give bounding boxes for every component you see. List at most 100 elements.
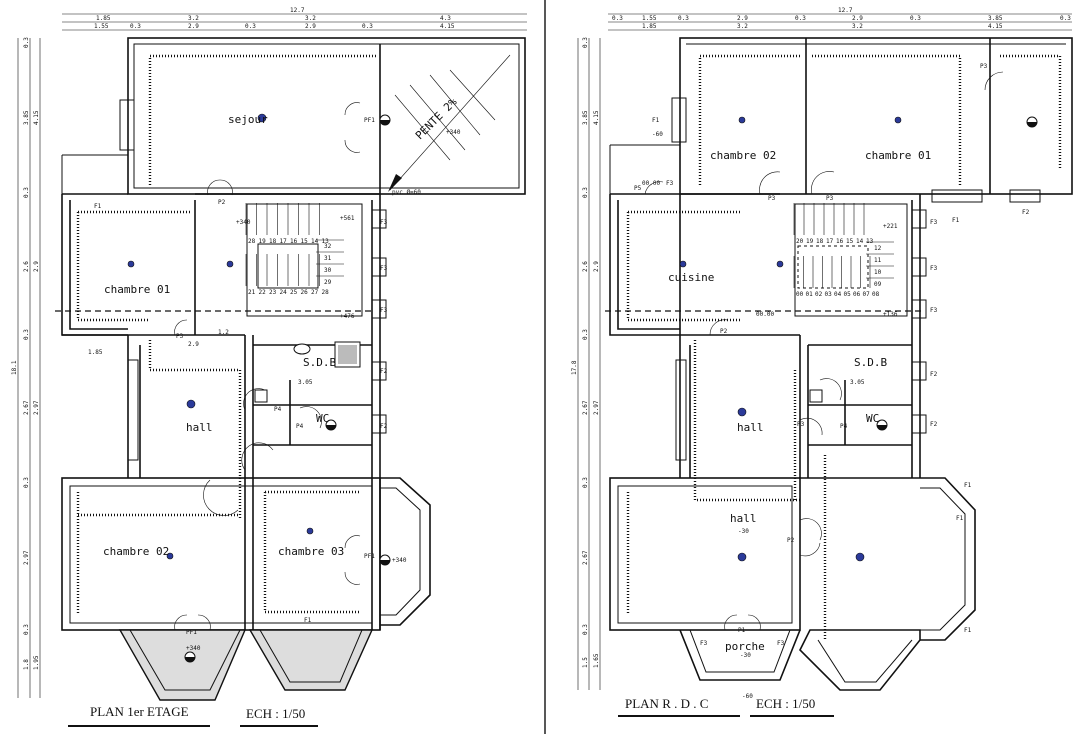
- right-stair-top-step-3: 17: [826, 238, 834, 245]
- svg-text:1.55: 1.55: [94, 23, 109, 30]
- svg-text:-30: -30: [740, 652, 751, 659]
- svg-text:P2: P2: [787, 537, 795, 544]
- svg-text:PF1: PF1: [364, 553, 375, 560]
- right-stair-top-step-7: 13: [866, 238, 874, 245]
- svg-text:P4: P4: [274, 406, 282, 413]
- svg-text:F1: F1: [964, 482, 972, 489]
- svg-text:F3: F3: [930, 219, 938, 226]
- left-room-chambre3: chambre 03: [278, 545, 344, 558]
- svg-text:-30: -30: [738, 528, 749, 535]
- svg-text:0.3: 0.3: [245, 23, 256, 30]
- svg-text:P2: P2: [218, 199, 226, 206]
- left-stair-side-step-0: 32: [324, 243, 332, 250]
- left-stair-bottom-step-6: 27: [311, 289, 319, 296]
- left-top-dimensions: 12.7 1.85 3.2 3.2 4.3 1.55 0.3 2.9 0.3 2…: [62, 7, 527, 31]
- svg-text:P1: P1: [738, 627, 746, 634]
- right-room-chambre1: chambre 01: [865, 149, 931, 162]
- svg-text:2.9: 2.9: [593, 261, 600, 272]
- svg-text:3.2: 3.2: [852, 23, 863, 30]
- left-roof-slope: PENTE 2% pvc Ø=60: [388, 54, 511, 196]
- svg-text:1.55: 1.55: [642, 15, 657, 22]
- svg-text:2.67: 2.67: [23, 400, 30, 415]
- svg-text:0.3: 0.3: [362, 23, 373, 30]
- svg-text:+340: +340: [186, 645, 201, 652]
- left-stair-bottom-step-3: 24: [280, 289, 288, 296]
- svg-text:3.05: 3.05: [850, 379, 865, 386]
- svg-text:2.9: 2.9: [737, 15, 748, 22]
- right-bath-fixture: [809, 389, 823, 403]
- svg-text:4.15: 4.15: [33, 110, 40, 125]
- svg-text:2.9: 2.9: [188, 23, 199, 30]
- right-stair-side-step-0: 12: [874, 245, 882, 252]
- left-plan: 12.7 1.85 3.2 3.2 4.3 1.55 0.3 2.9 0.3 2…: [11, 7, 527, 727]
- svg-text:2.67: 2.67: [582, 400, 589, 415]
- svg-text:0.3: 0.3: [23, 477, 30, 488]
- right-stair-bottom-step-1: 01: [806, 291, 814, 298]
- svg-text:F2: F2: [380, 368, 388, 375]
- svg-text:2.9: 2.9: [188, 341, 199, 348]
- svg-text:2.9: 2.9: [852, 15, 863, 22]
- svg-text:2.97: 2.97: [33, 400, 40, 415]
- right-side-dimensions: 17.8 0.3 3.85 0.3 2.6 0.3 2.67 0.3 2.67 …: [571, 37, 601, 690]
- svg-text:0.3: 0.3: [23, 37, 30, 48]
- right-room-hall-lower: hall: [730, 512, 757, 525]
- right-room-cuisine: cuisine: [668, 271, 714, 284]
- svg-text:F3: F3: [930, 307, 938, 314]
- svg-text:1.65: 1.65: [593, 653, 600, 668]
- svg-text:2.9: 2.9: [305, 23, 316, 30]
- svg-text:F1: F1: [652, 117, 660, 124]
- right-plan-scale: ECH : 1/50: [756, 696, 815, 711]
- svg-text:0.3: 0.3: [23, 187, 30, 198]
- right-stair-bottom-step-0: 00: [796, 291, 804, 298]
- right-stair-top-step-2: 18: [816, 238, 824, 245]
- left-stair-top-step-1: 19: [259, 238, 267, 245]
- left-plan-title: PLAN 1er ETAGE: [90, 704, 189, 719]
- left-stair-bottom-step-4: 25: [290, 289, 298, 296]
- right-room-wc: WC: [866, 412, 879, 425]
- svg-text:pvc Ø=60: pvc Ø=60: [392, 189, 421, 196]
- svg-text:F1: F1: [94, 203, 102, 210]
- svg-text:4.15: 4.15: [593, 110, 600, 125]
- left-dim-overall: 12.7: [290, 7, 305, 14]
- left-stair-bottom-step-7: 28: [322, 289, 330, 296]
- svg-text:P3: P3: [826, 195, 834, 202]
- left-stair-bottom-step-1: 22: [259, 289, 267, 296]
- svg-text:P3: P3: [980, 63, 988, 70]
- right-stair-bottom-step-4: 04: [834, 291, 842, 298]
- svg-text:F2: F2: [380, 423, 388, 430]
- right-doors: [644, 71, 1041, 631]
- right-annotations: -60 -60 -30 -30 +221 +136 00.00 00.00 F1…: [634, 63, 1030, 700]
- svg-text:1.5: 1.5: [582, 657, 589, 668]
- svg-text:0.3: 0.3: [795, 15, 806, 22]
- svg-text:+340: +340: [446, 129, 461, 136]
- left-stair-side-step-3: 29: [324, 279, 332, 286]
- right-room-sdb: S.D.B: [854, 356, 887, 369]
- left-stair-bottom-step-5: 26: [301, 289, 309, 296]
- left-bays: [118, 629, 374, 701]
- svg-text:F3: F3: [380, 265, 388, 272]
- svg-text:2.67: 2.67: [582, 550, 589, 565]
- svg-text:4.15: 4.15: [988, 23, 1003, 30]
- svg-text:2.6: 2.6: [23, 261, 30, 272]
- right-stair-side-step-2: 10: [874, 269, 882, 276]
- svg-text:3.2: 3.2: [188, 15, 199, 22]
- svg-text:P3: P3: [797, 421, 805, 428]
- svg-text:0.3: 0.3: [582, 477, 589, 488]
- svg-text:F3: F3: [380, 219, 388, 226]
- left-walls: [61, 37, 526, 631]
- svg-text:P3: P3: [176, 333, 184, 340]
- right-stair-top-step-1: 19: [806, 238, 814, 245]
- svg-text:P5: P5: [634, 185, 642, 192]
- left-room-hall: hall: [186, 421, 213, 434]
- svg-text:1.2: 1.2: [218, 329, 229, 336]
- svg-text:P2: P2: [720, 328, 728, 335]
- left-electrical: [76, 54, 378, 615]
- left-stair-top-step-7: 13: [322, 238, 330, 245]
- right-stair-side-step-1: 11: [874, 257, 882, 264]
- svg-text:0.3: 0.3: [582, 624, 589, 635]
- right-stair-top-step-6: 14: [856, 238, 864, 245]
- svg-text:F1: F1: [956, 515, 964, 522]
- svg-text:PF1: PF1: [186, 629, 197, 636]
